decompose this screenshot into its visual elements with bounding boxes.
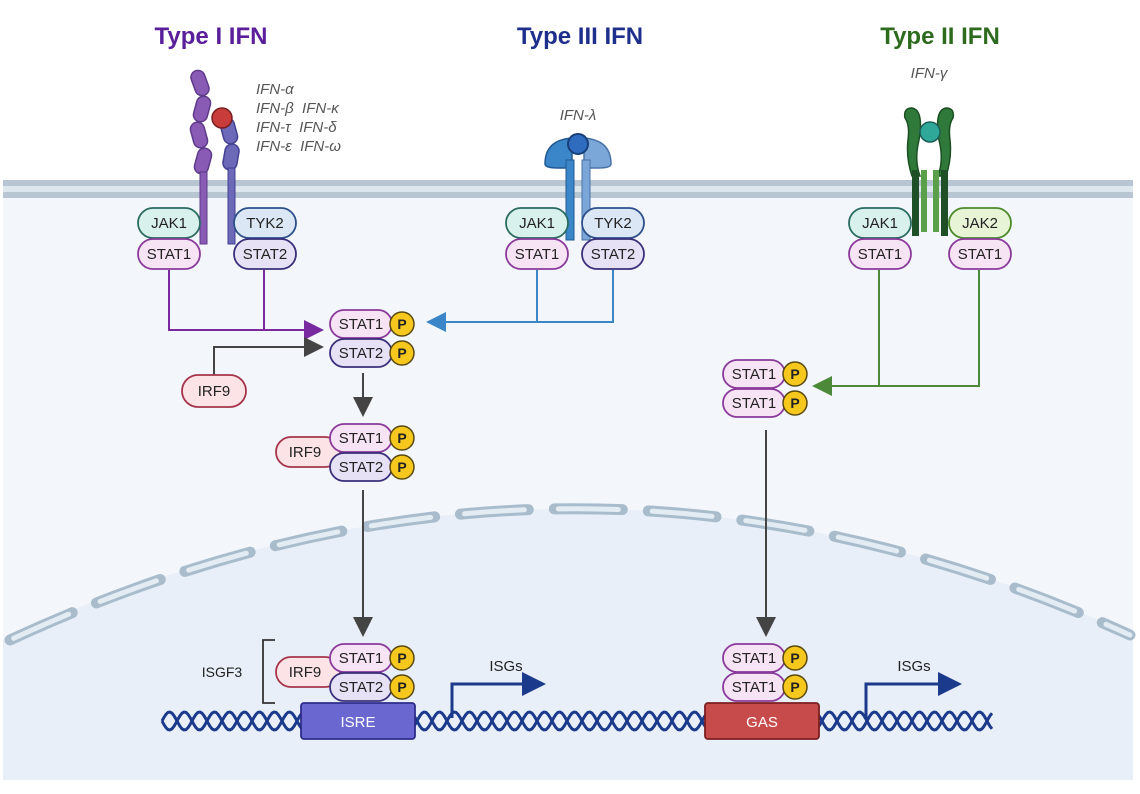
type1-tyk2: TYK2 bbox=[233, 207, 297, 239]
type3-jak1: JAK1 bbox=[505, 207, 569, 239]
svg-text:P: P bbox=[790, 650, 799, 666]
svg-text:P: P bbox=[790, 366, 799, 382]
svg-text:STAT1: STAT1 bbox=[732, 650, 776, 667]
svg-text:ISRE: ISRE bbox=[340, 714, 375, 731]
svg-text:JAK1: JAK1 bbox=[862, 215, 898, 232]
type3-ifn-title: Type III IFN bbox=[517, 23, 643, 50]
svg-text:P: P bbox=[790, 679, 799, 695]
svg-text:STAT1: STAT1 bbox=[339, 650, 383, 667]
svg-text:STAT1: STAT1 bbox=[858, 246, 902, 263]
svg-text:IRF9: IRF9 bbox=[289, 444, 322, 461]
gas-isg-transcription-arrow bbox=[864, 672, 962, 718]
type1-ligand-line-2: IFN-β IFN-κ bbox=[256, 100, 340, 117]
svg-text:P: P bbox=[397, 316, 406, 332]
isre-isg-transcription-arrow bbox=[450, 672, 546, 718]
ifn-lambda-ligand bbox=[567, 133, 589, 155]
svg-text:STAT1: STAT1 bbox=[958, 246, 1002, 263]
type2-stat1-right: STAT1 bbox=[948, 238, 1012, 270]
type2-ifn-title: Type II IFN bbox=[880, 23, 1000, 50]
type1-ligand-line-4: IFN-ε IFN-ω bbox=[256, 138, 341, 155]
svg-text:JAK2: JAK2 bbox=[962, 215, 998, 232]
irf9-free: IRF9 bbox=[181, 374, 247, 408]
svg-text:STAT2: STAT2 bbox=[339, 345, 383, 362]
svg-text:P: P bbox=[790, 395, 799, 411]
svg-text:TYK2: TYK2 bbox=[246, 215, 284, 232]
svg-text:STAT1: STAT1 bbox=[515, 246, 559, 263]
type3-tyk2: TYK2 bbox=[581, 207, 645, 239]
type1-stat2: STAT2 bbox=[233, 238, 297, 270]
svg-text:IRF9: IRF9 bbox=[198, 383, 231, 400]
isgs-label-isre: ISGs bbox=[489, 658, 522, 675]
isgf3-cytoplasm: IRF9 STAT1 P STAT2 P bbox=[275, 423, 415, 482]
nucleus bbox=[3, 508, 1133, 780]
svg-text:STAT1: STAT1 bbox=[732, 679, 776, 696]
svg-text:P: P bbox=[397, 650, 406, 666]
type2-stat1-left: STAT1 bbox=[848, 238, 912, 270]
gas-element: GAS bbox=[704, 702, 820, 740]
svg-text:STAT1: STAT1 bbox=[147, 246, 191, 263]
type1-jak1: JAK1 bbox=[137, 207, 201, 239]
isre-element: ISRE bbox=[300, 702, 416, 740]
svg-text:P: P bbox=[397, 345, 406, 361]
type2-jak2: JAK2 bbox=[948, 207, 1012, 239]
type1-receptor bbox=[189, 69, 240, 245]
pstat1-homodimer: STAT1 P STAT1 P bbox=[722, 359, 808, 418]
svg-text:STAT1: STAT1 bbox=[732, 366, 776, 383]
pstat1-pstat2-dimer: STAT1 P STAT2 P bbox=[329, 309, 415, 368]
type1-stat1: STAT1 bbox=[137, 238, 201, 270]
type1-ifn-ligand bbox=[211, 107, 233, 129]
svg-text:JAK1: JAK1 bbox=[519, 215, 555, 232]
ifn-lambda-label: IFN-λ bbox=[560, 107, 597, 124]
isgs-label-gas: ISGs bbox=[897, 658, 930, 675]
type2-jak1: JAK1 bbox=[848, 207, 912, 239]
svg-text:STAT2: STAT2 bbox=[591, 246, 635, 263]
ifn-gamma-label: IFN-γ bbox=[911, 65, 949, 82]
svg-text:STAT2: STAT2 bbox=[243, 246, 287, 263]
svg-text:GAS: GAS bbox=[746, 714, 778, 731]
svg-text:P: P bbox=[397, 679, 406, 695]
svg-text:JAK1: JAK1 bbox=[151, 215, 187, 232]
isgf3-label: ISGF3 bbox=[202, 664, 243, 680]
type2-activation-arrow bbox=[812, 270, 980, 396]
type1-ifn-title: Type I IFN bbox=[155, 23, 268, 50]
type3-stat1: STAT1 bbox=[505, 238, 569, 270]
irf9-recruit-arrow bbox=[213, 337, 324, 375]
svg-text:IRF9: IRF9 bbox=[289, 664, 322, 681]
isgf3-bracket bbox=[262, 639, 275, 704]
type1-ligand-line-1: IFN-α bbox=[256, 81, 294, 98]
svg-text:P: P bbox=[397, 430, 406, 446]
svg-text:STAT2: STAT2 bbox=[339, 679, 383, 696]
type3-stat2: STAT2 bbox=[581, 238, 645, 270]
type3-activation-arrow bbox=[426, 270, 614, 332]
type1-activation-arrow bbox=[168, 270, 324, 340]
type1-ligand-line-3: IFN-τ IFN-δ bbox=[256, 119, 337, 136]
type2-receptor bbox=[903, 107, 955, 236]
isgf3-nuclear: IRF9 STAT1 P STAT2 P bbox=[275, 643, 415, 702]
svg-text:STAT1: STAT1 bbox=[732, 395, 776, 412]
svg-text:P: P bbox=[397, 459, 406, 475]
svg-text:STAT1: STAT1 bbox=[339, 316, 383, 333]
gaf-nuclear: STAT1 P STAT1 P bbox=[722, 643, 808, 702]
ifn-gamma-ligand bbox=[919, 121, 941, 143]
svg-text:STAT1: STAT1 bbox=[339, 430, 383, 447]
svg-text:TYK2: TYK2 bbox=[594, 215, 632, 232]
svg-text:STAT2: STAT2 bbox=[339, 459, 383, 476]
type3-receptor bbox=[544, 133, 612, 241]
